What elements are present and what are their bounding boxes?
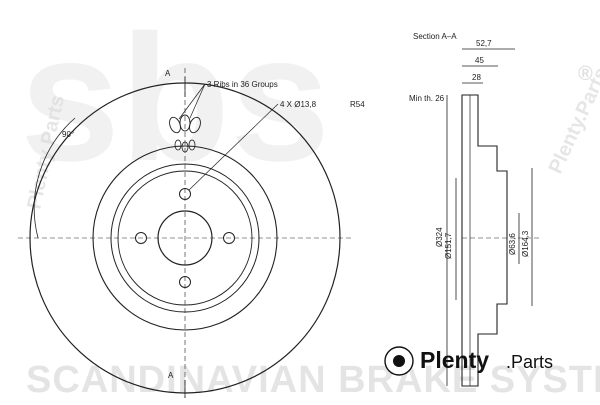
ribs-callout-line-2 bbox=[189, 83, 206, 119]
registered-mark: ® bbox=[578, 63, 593, 85]
holes-callout-line bbox=[188, 103, 279, 191]
section-view: Section A–A 52,7 45 28 Min th. 26 Ø324 Ø… bbox=[409, 32, 540, 387]
section-mark-top: A bbox=[165, 69, 171, 78]
brand-gear-core bbox=[393, 355, 405, 367]
min-thickness: Min th. 26 bbox=[409, 94, 445, 103]
dia-324: Ø324 bbox=[435, 227, 444, 247]
brand-suffix: .Parts bbox=[506, 352, 553, 372]
angle-note: 90° bbox=[62, 130, 74, 139]
rib-groups bbox=[169, 114, 201, 153]
dia-151-7: Ø151,7 bbox=[444, 232, 453, 259]
rib-mini-right bbox=[188, 139, 196, 151]
dim-45: 45 bbox=[475, 56, 484, 65]
angle-arc bbox=[33, 117, 76, 239]
ribs-callout-line bbox=[178, 83, 206, 120]
brand-badge: Plenty .Parts bbox=[384, 346, 553, 376]
section-mark-bottom: A bbox=[168, 371, 174, 380]
dia-164-3: Ø164,3 bbox=[521, 230, 530, 257]
ribs-note: 3 Ribs in 36 Groups bbox=[207, 80, 278, 89]
rib-mini-left bbox=[174, 139, 182, 151]
rib-group-right bbox=[189, 116, 201, 134]
dim-52-7: 52,7 bbox=[476, 39, 492, 48]
holes-note: 4 X Ø13,8 bbox=[280, 100, 317, 109]
dia-63-6: Ø63,6 bbox=[508, 233, 517, 255]
dim-28: 28 bbox=[472, 73, 481, 82]
rib-mini-middle bbox=[181, 141, 189, 153]
watermark-logo: sbs bbox=[20, 0, 330, 199]
section-title: Section A–A bbox=[413, 32, 457, 41]
brand-name: Plenty bbox=[420, 347, 489, 373]
radius-note: R54 bbox=[350, 100, 365, 109]
section-profile bbox=[461, 94, 508, 387]
front-view: 90° 3 Ribs in 36 Groups 4 X Ø13,8 R54 A … bbox=[18, 68, 365, 398]
